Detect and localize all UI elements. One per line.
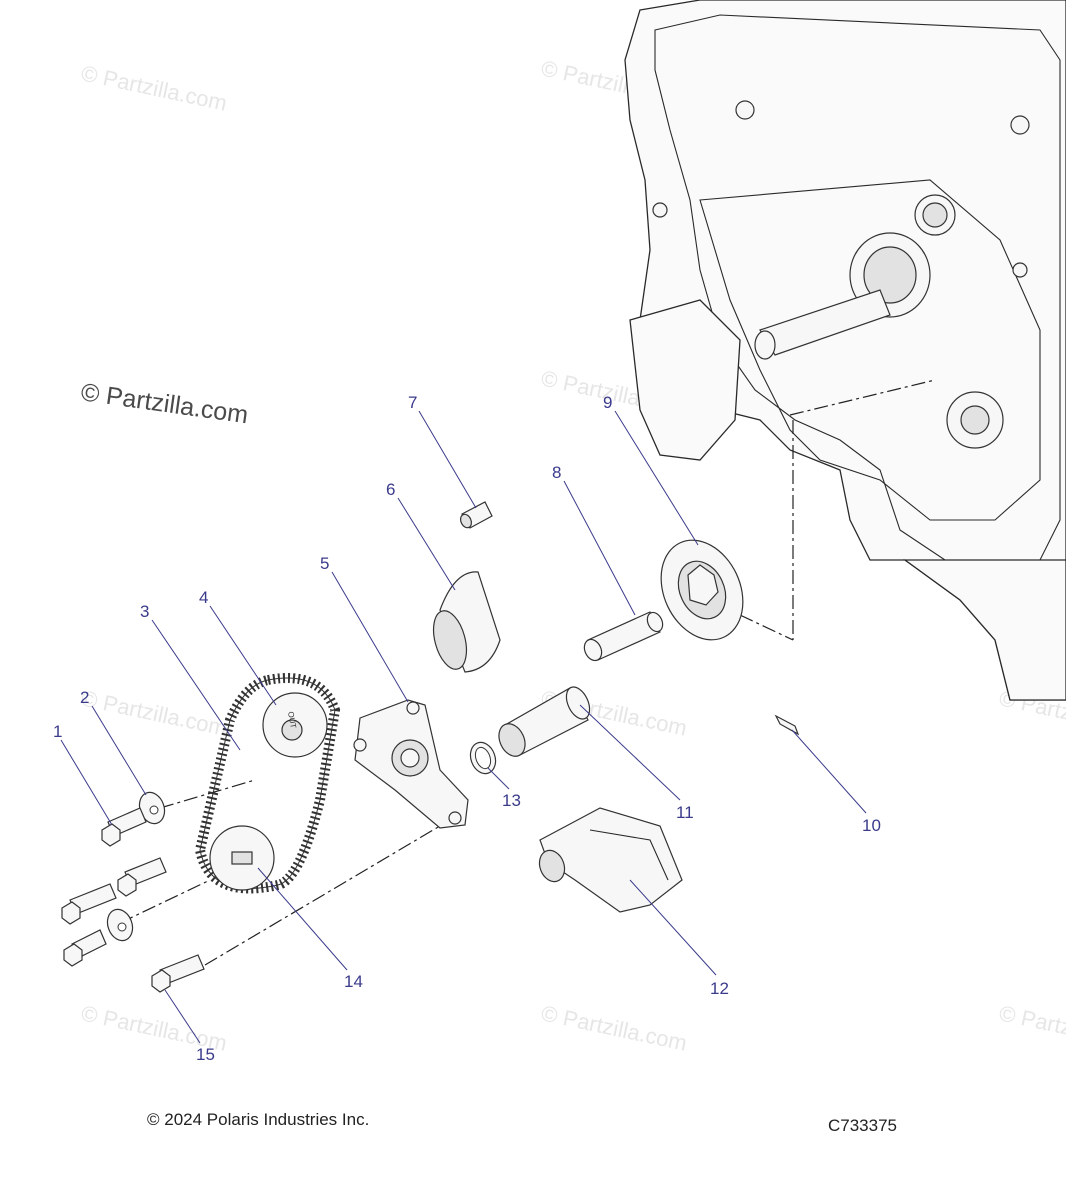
part-13-oring[interactable]: [466, 739, 499, 777]
part-5-pump-cover[interactable]: [353, 699, 469, 829]
part-1-bolt[interactable]: [101, 807, 147, 847]
part-11-tube[interactable]: [494, 683, 594, 760]
part-3-chain[interactable]: [194, 673, 341, 894]
watermark: © Partzilla.com: [79, 685, 229, 740]
callout-12[interactable]: 12: [710, 979, 729, 998]
callout-5[interactable]: 5: [320, 554, 329, 573]
part-10-pin[interactable]: [774, 714, 800, 736]
part-2-washer[interactable]: [135, 789, 168, 827]
part-15-bolt[interactable]: [151, 954, 205, 993]
part-9-rotor[interactable]: [646, 527, 759, 653]
partzilla-watermark: © Partzilla.com: [79, 378, 250, 429]
callout-13[interactable]: 13: [502, 791, 521, 810]
callout-4[interactable]: 4: [199, 588, 208, 607]
part-12-strainer[interactable]: [535, 807, 683, 913]
callout-2[interactable]: 2: [80, 688, 89, 707]
bolt-4[interactable]: [63, 929, 107, 967]
part-6-bushing[interactable]: [428, 571, 501, 673]
part-14-sprocket-lower[interactable]: [209, 825, 275, 891]
crankshaft-illustration: [754, 232, 931, 360]
part-4-sprocket-upper[interactable]: OUT: [262, 692, 328, 758]
callout-leaders: [60, 410, 867, 1044]
bolt-3[interactable]: [61, 883, 117, 925]
part-8-shaft[interactable]: [581, 610, 665, 663]
diagram-code: C733375: [828, 1116, 898, 1135]
washer-lower[interactable]: [103, 906, 136, 944]
watermark: © Partzilla.com: [539, 1000, 689, 1055]
callout-15[interactable]: 15: [196, 1045, 215, 1064]
callout-14[interactable]: 14: [344, 972, 363, 991]
assembly-centerlines: [119, 379, 936, 966]
callout-3[interactable]: 3: [140, 602, 149, 621]
sprocket-marking: OUT: [286, 711, 298, 729]
callout-10[interactable]: 10: [862, 816, 881, 835]
copyright-text: © 2024 Polaris Industries Inc.: [147, 1110, 370, 1129]
callout-11[interactable]: 11: [676, 803, 694, 822]
watermark: © Partzilla.com: [79, 60, 229, 115]
callout-numbers: 1 2 3 4 5 6 7 8 9 10 11 12 13 14 15: [53, 393, 881, 1064]
watermark: © Partzilla.com: [997, 1000, 1066, 1055]
callout-6[interactable]: 6: [386, 480, 395, 499]
part-7-sleeve[interactable]: [459, 501, 493, 529]
callout-8[interactable]: 8: [552, 463, 561, 482]
bolt-2[interactable]: [117, 857, 167, 897]
callout-7[interactable]: 7: [408, 393, 417, 412]
callout-1[interactable]: 1: [53, 722, 62, 741]
callout-9[interactable]: 9: [603, 393, 612, 412]
crankcase-illustration: [624, 0, 1066, 701]
